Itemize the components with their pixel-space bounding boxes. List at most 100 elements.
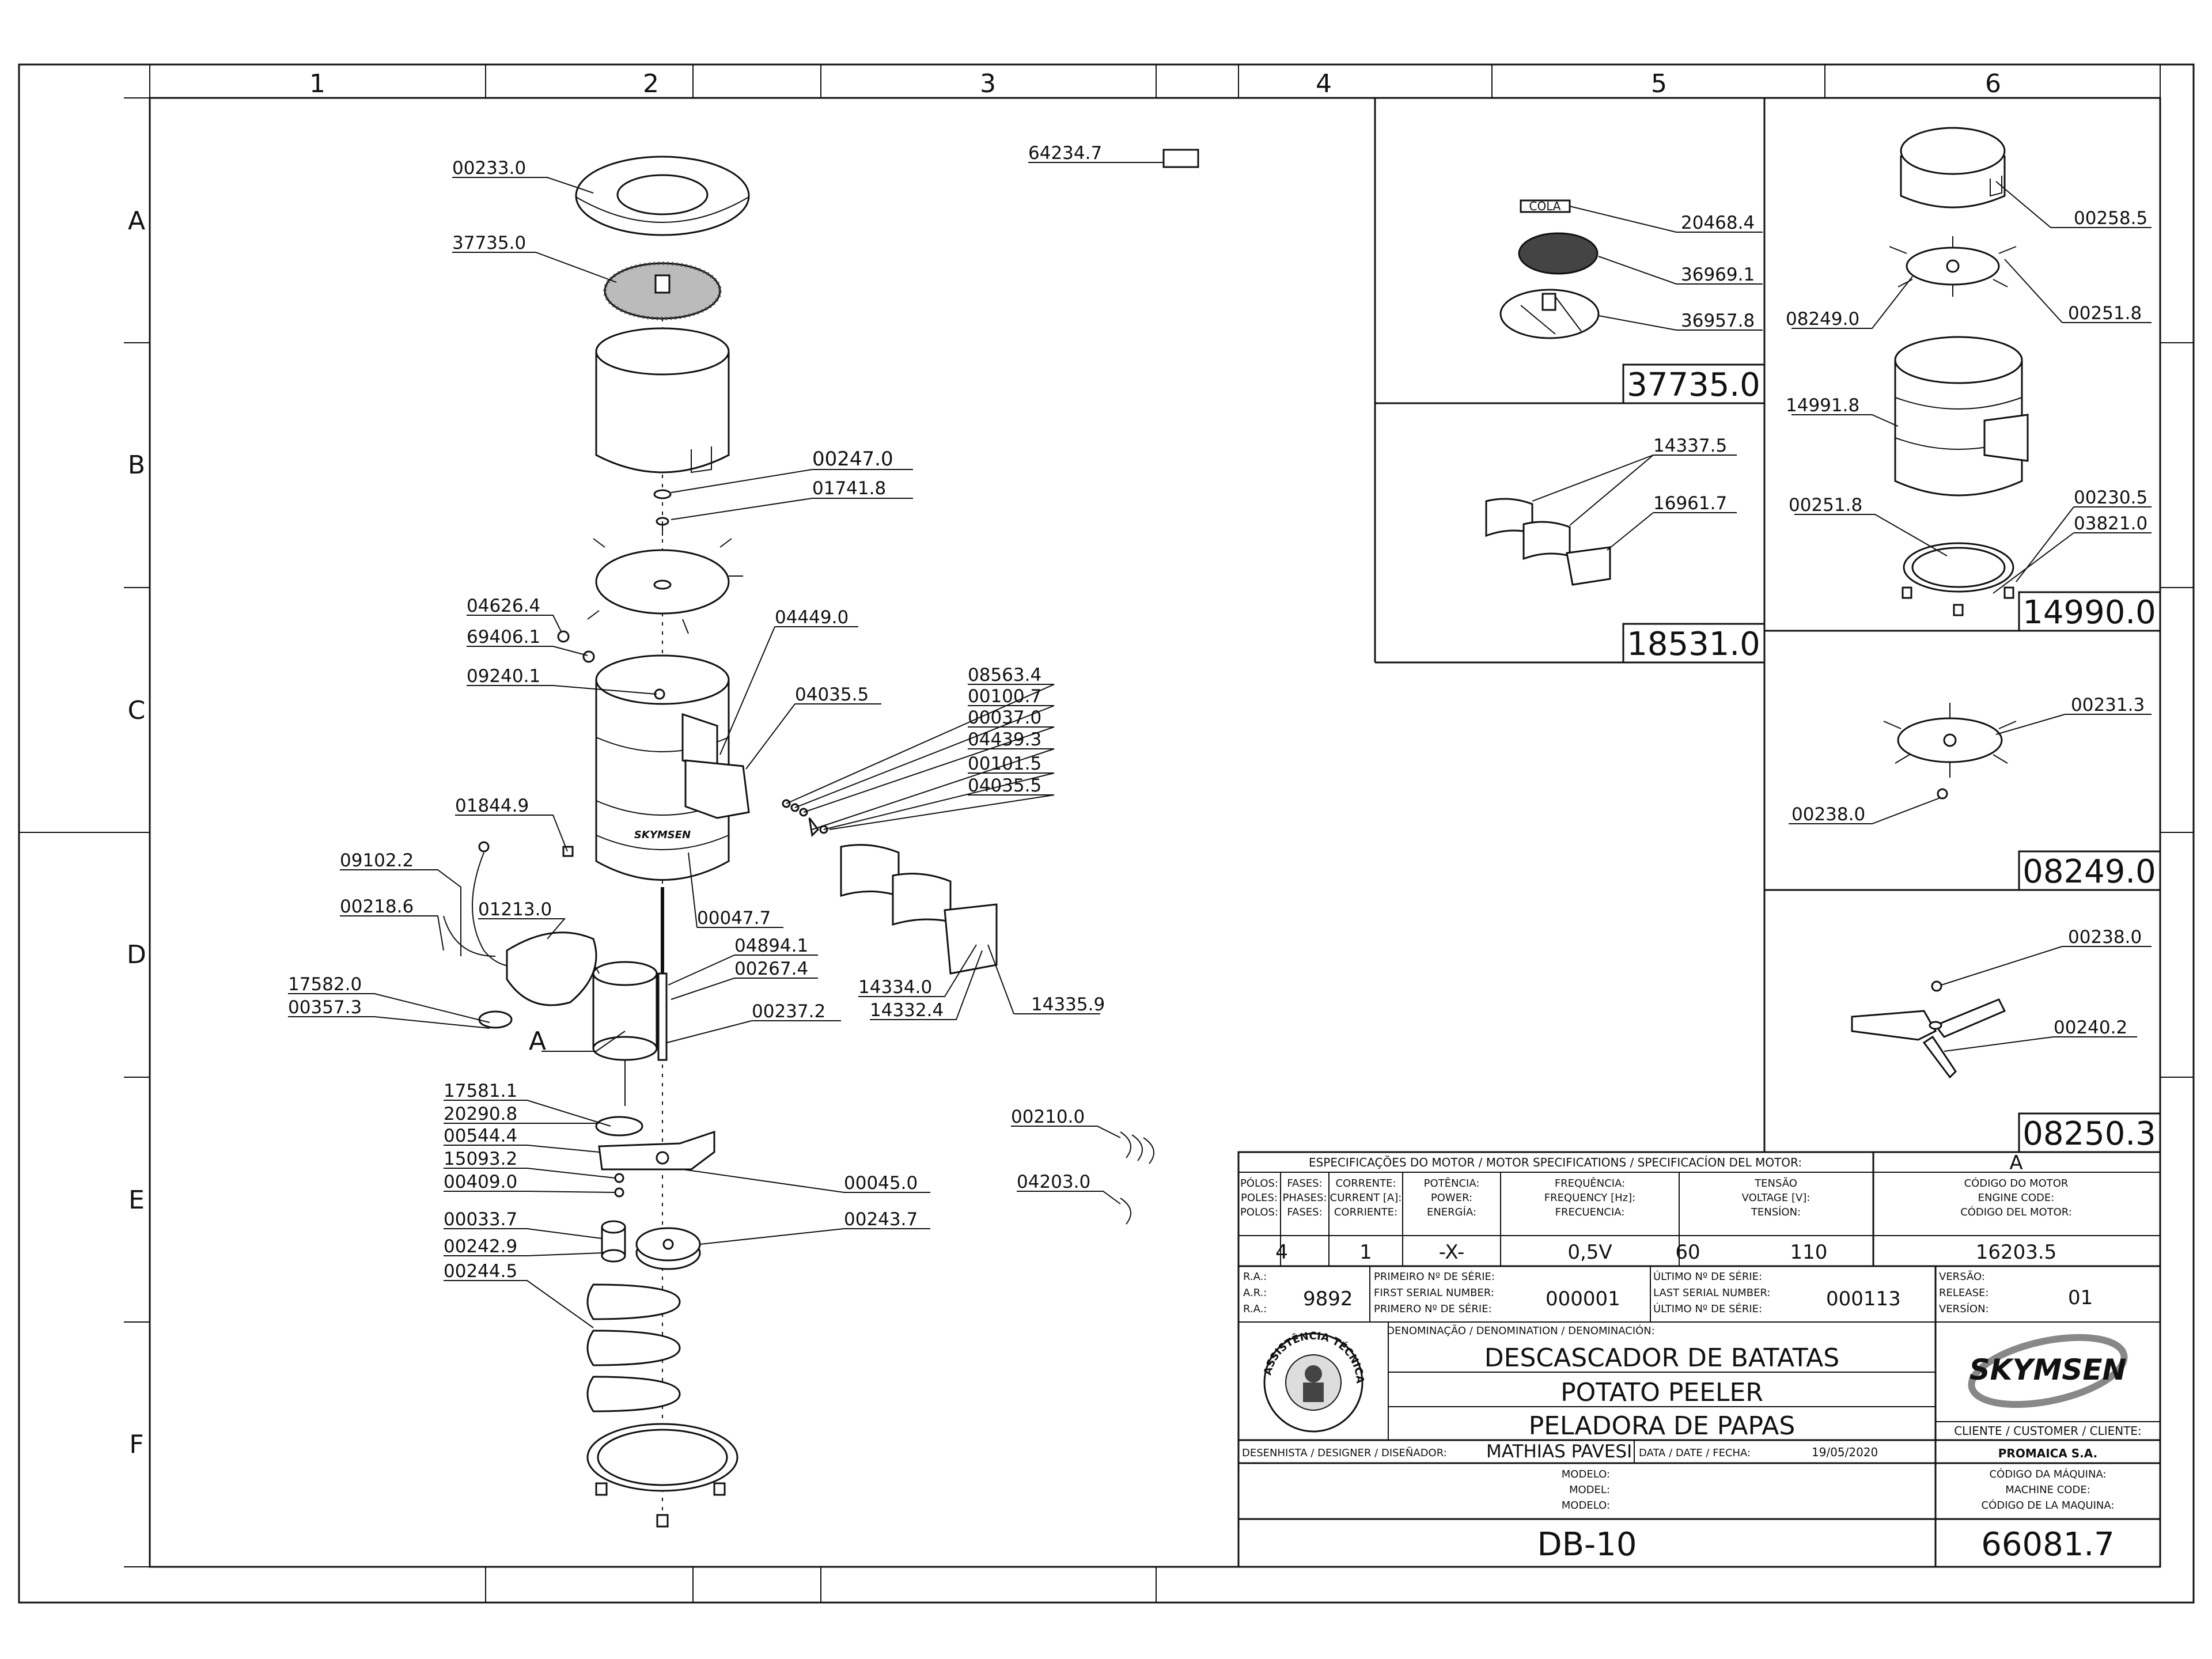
header-corrente: CORRENTE:: [1335, 1177, 1396, 1190]
machine-code-label: MACHINE CODE:: [2005, 1484, 2090, 1496]
main-drum-part: SKYMSEN: [562, 654, 750, 881]
callout-labels: 00233.0 37735.0 64234.7 00247.0 01741.8 …: [288, 143, 1105, 1282]
product-name-en: POTATO PEELER: [1560, 1378, 1763, 1407]
bracket-part: [598, 1130, 715, 1171]
part-number-callout: 00244.5: [444, 1261, 517, 1282]
motor-part: [592, 961, 658, 1106]
part-number-callout: 00247.0: [812, 448, 893, 471]
label-plate-part: [1162, 149, 1199, 168]
column-label: 5: [1651, 69, 1667, 99]
part-number-callout: 04439.3: [968, 729, 1041, 750]
part-number-callout: 14337.5: [1653, 435, 1727, 456]
date-label: DATA / DATE / FECHA:: [1639, 1447, 1751, 1459]
part-number-callout: 00357.3: [288, 997, 362, 1018]
product-name-pt: DESCASCADOR DE BATATAS: [1484, 1343, 1839, 1373]
detail-a-marker: A: [529, 1027, 546, 1056]
column-labels: 1 2 3 4 5 6: [309, 69, 2001, 99]
large-pulley-part: [635, 1227, 701, 1270]
part-number-callout: 00251.8: [2068, 303, 2142, 324]
small-pulley-part: [601, 1220, 626, 1263]
version-label: VERSÃO:: [1939, 1270, 1985, 1283]
value-corrente: -X-: [1439, 1241, 1464, 1264]
leader-lines: [288, 162, 1164, 1328]
part-number-callout: 08249.0: [1786, 309, 1859, 329]
part-number-callout: 14334.0: [858, 977, 932, 998]
part-number-callout: 04449.0: [775, 607, 849, 628]
part-number-callout: 00251.8: [1789, 495, 1862, 516]
detail-box-labels: 37735.0 18531.0 14990.0 08249.0 08250.3: [1627, 366, 2156, 1153]
ra-value: 9892: [1303, 1287, 1353, 1310]
header-tensao: TENSÃO: [1754, 1177, 1797, 1190]
header-potencia: ENERGÍA:: [1427, 1206, 1476, 1218]
part-number-callout: 00237.2: [752, 1001, 825, 1022]
column-label: 4: [1316, 69, 1332, 99]
cola-tag: COLA: [1529, 199, 1561, 213]
part-number-callout: 01844.9: [455, 796, 529, 816]
part-number-callout: 00240.2: [2054, 1017, 2127, 1038]
designer-value: MATHIAS PAVESI: [1486, 1441, 1632, 1462]
header-potencia: POWER:: [1431, 1192, 1472, 1204]
detail-number: 08250.3: [2022, 1115, 2156, 1153]
part-number-callout: 04894.1: [734, 935, 808, 956]
part-number-callout: 00258.5: [2074, 208, 2147, 229]
part-number-callout: 14335.9: [1031, 994, 1105, 1015]
header-frequencia: FREQUÊNCIA:: [1555, 1177, 1625, 1190]
part-number-callout: 37735.0: [452, 233, 526, 253]
ring-part: [595, 1116, 643, 1137]
detail-number: 14990.0: [2022, 594, 2156, 631]
ra-label: R.A.:: [1243, 1303, 1267, 1315]
part-number-callout: 00210.0: [1011, 1107, 1085, 1127]
last-serial-label: ÚLTIMO Nº DE SÉRIE:: [1653, 1270, 1762, 1283]
upper-shell-part: [595, 327, 730, 474]
part-number-callout: 00033.7: [444, 1209, 517, 1230]
part-number-callout: 04203.0: [1017, 1172, 1090, 1192]
part-number-callout: 00409.0: [444, 1172, 517, 1192]
part-number-callout: 04035.5: [968, 775, 1041, 796]
column-label: 1: [309, 69, 325, 99]
part-number-callout: 00267.4: [734, 959, 808, 979]
part-number-callout: 17581.1: [444, 1081, 517, 1101]
header-tensao: TENSÍON:: [1751, 1206, 1801, 1218]
main-exploded-view: SKYMSEN: [443, 149, 1199, 1528]
part-number-callout: 00045.0: [844, 1173, 918, 1194]
column-label: 6: [1985, 69, 2001, 99]
part-number-callout: 00242.9: [444, 1236, 517, 1257]
value-codigo-motor: 16203.5: [1976, 1241, 2057, 1264]
column-label: 2: [643, 69, 659, 99]
door-hardware-part: [782, 799, 828, 838]
part-number-callout: 64234.7: [1028, 143, 1102, 164]
part-number-callout: 01213.0: [478, 899, 552, 920]
part-number-callout: 00037.0: [968, 707, 1041, 728]
part-number-callout: 15093.2: [444, 1149, 517, 1169]
part-number-callout: 36957.8: [1681, 310, 1755, 331]
part-number-callout: 69406.1: [467, 627, 540, 647]
header-corrente: CURRENT [A]:: [1330, 1192, 1402, 1204]
detail-number: 08249.0: [2022, 853, 2156, 891]
product-name-es: PELADORA DE PAPAS: [1529, 1411, 1796, 1441]
last-serial-label: ÚLTIMO Nº DE SÉRIE:: [1653, 1302, 1762, 1315]
drum-brand-logo: SKYMSEN: [634, 829, 691, 841]
header-codigo-motor: ENGINE CODE:: [1978, 1192, 2055, 1204]
row-label: D: [127, 940, 146, 969]
header-corrente: CORRIENTE:: [1334, 1206, 1397, 1218]
header-tensao: VOLTAGE [V]:: [1742, 1192, 1810, 1204]
ra-label: R.A.:: [1243, 1271, 1267, 1283]
part-number-callout: 00243.7: [844, 1209, 918, 1230]
motor-spec-values: 4 1 -X- 0,5V 60 110 16203.5: [1275, 1241, 2056, 1264]
row-label: E: [128, 1185, 145, 1215]
header-polos: PÓLOS:: [1240, 1177, 1278, 1190]
part-number-callout: 01741.8: [812, 478, 886, 499]
header-polos: POLOS:: [1240, 1206, 1278, 1218]
row-label: B: [128, 450, 145, 480]
first-serial-label: FIRST SERIAL NUMBER:: [1374, 1287, 1494, 1299]
header-fases: PHASES:: [1283, 1192, 1327, 1204]
machine-code-value: 66081.7: [1981, 1526, 2115, 1563]
row-label: F: [129, 1430, 143, 1459]
brand-logo: SKYMSEN: [1968, 1334, 2128, 1408]
detail-14990-view: 00258.5 00251.8 08249.0 14991.8 00251.8 …: [1786, 127, 2152, 616]
rotating-plate-part: [587, 521, 743, 634]
side-plate-part: [944, 903, 998, 975]
part-number-callout: 00100.7: [968, 686, 1041, 707]
motor-spec-header: ESPECIFICAÇÕES DO MOTOR / MOTOR SPECIFIC…: [1309, 1156, 1802, 1169]
